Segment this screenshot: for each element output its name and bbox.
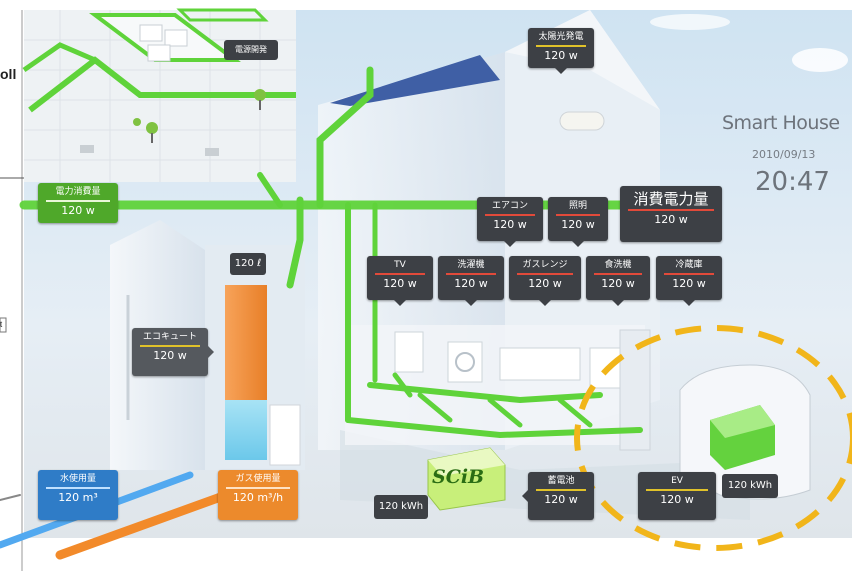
- gas-range-label[interactable]: ガスレンジ 120 w: [509, 256, 581, 306]
- map-inset: [22, 8, 296, 182]
- panel-bottom-band: [24, 540, 852, 571]
- solar-generation-label[interactable]: 太陽光発電 120 w: [528, 28, 594, 74]
- inset-facility-tag[interactable]: 電源開発: [224, 40, 278, 60]
- tv-label-value: 120 w: [383, 277, 417, 290]
- cloud: [792, 48, 848, 72]
- dishwasher-label[interactable]: 食洗機 120 w: [586, 256, 650, 306]
- gas-range-label-name: ガスレンジ: [522, 260, 568, 270]
- fridge-level-bar: [664, 273, 714, 275]
- grid-label-value: 120 w: [61, 204, 95, 217]
- ev-battery-capacity-label[interactable]: 120 kWh: [722, 474, 778, 498]
- header: Smart House 2010/09/13 20:47: [722, 112, 852, 197]
- water-tank-capacity[interactable]: 120 ℓ: [230, 253, 266, 275]
- gas-usage-level-bar: [226, 487, 290, 489]
- water-usage-level-bar: [46, 487, 110, 489]
- scib-logo: SCiB: [432, 466, 485, 488]
- lighting-label-value: 120 w: [561, 218, 595, 231]
- dishwasher-label-value: 120 w: [601, 277, 635, 290]
- aircon-level-bar: [485, 214, 535, 216]
- cloud: [650, 14, 730, 30]
- ev-label[interactable]: EV 120 w: [638, 472, 716, 520]
- storage-label-name: 蓄電池: [547, 476, 575, 486]
- grid-level-bar: [46, 200, 110, 202]
- solar-label-value: 120 w: [544, 49, 578, 62]
- solar-label-name: 太陽光発電: [538, 32, 584, 42]
- gas-usage-label-value: 120 m³/h: [232, 491, 284, 504]
- water-usage-label-value: 120 m³: [58, 491, 98, 504]
- ecocute-label-name: エコキュート: [142, 332, 197, 342]
- washer-level-bar: [446, 273, 496, 275]
- washer-label-value: 120 w: [454, 277, 488, 290]
- fridge-label-value: 120 w: [672, 277, 706, 290]
- storage-label-value: 120 w: [544, 493, 578, 506]
- ev-car: [679, 364, 811, 500]
- date-display: 2010/09/13: [752, 148, 816, 161]
- ev-label-value: 120 w: [660, 493, 694, 506]
- ev-highlight-ring: [574, 325, 852, 551]
- dishwasher-label-name: 食洗機: [604, 260, 632, 270]
- ev-label-name: EV: [671, 476, 683, 486]
- washer-label-name: 洗濯機: [457, 260, 485, 270]
- battery-unit: [427, 447, 506, 511]
- storage-level-bar: [536, 489, 586, 491]
- ecocute-level-bar: [140, 345, 200, 347]
- aircon-label-name: エアコン: [491, 201, 528, 211]
- total-consumption-label[interactable]: 消費電力量 120 w: [620, 186, 722, 242]
- gas-usage-label[interactable]: ガス使用量 120 m³/h: [218, 470, 298, 520]
- water-usage-label-name: 水使用量: [59, 474, 96, 484]
- left-fragment-text-top: oll: [0, 66, 17, 82]
- aircon-label-value: 120 w: [493, 218, 527, 231]
- fridge-label[interactable]: 冷蔵庫 120 w: [656, 256, 722, 306]
- gas-usage-label-name: ガス使用量: [235, 474, 281, 484]
- time-display: 20:47: [755, 167, 830, 197]
- tv-level-bar: [375, 273, 425, 275]
- total-level-bar: [628, 209, 714, 211]
- battery-capacity-label[interactable]: 120 kWh: [374, 495, 428, 519]
- tv-label[interactable]: TV 120 w: [367, 256, 433, 306]
- left-fragment-box: [0, 317, 7, 333]
- total-label-value: 120 w: [654, 213, 688, 226]
- grid-label-name: 電力消費量: [55, 187, 101, 197]
- ecocute-label[interactable]: エコキュート 120 w: [132, 328, 214, 376]
- washer-label[interactable]: 洗濯機 120 w: [438, 256, 504, 306]
- total-label-name: 消費電力量: [633, 190, 709, 208]
- lighting-label-name: 照明: [568, 201, 587, 211]
- tv-label-name: TV: [394, 260, 406, 270]
- left-fragment-text-mid: t: [0, 320, 3, 329]
- ecocute-label-value: 120 w: [153, 349, 187, 362]
- lighting-level-bar: [556, 214, 600, 216]
- aircon-label[interactable]: エアコン 120 w: [477, 197, 543, 247]
- gas-range-level-bar: [517, 273, 573, 275]
- storage-battery-label[interactable]: 蓄電池 120 w: [522, 472, 594, 520]
- fridge-label-name: 冷蔵庫: [675, 260, 703, 270]
- gas-range-label-value: 120 w: [528, 277, 562, 290]
- app-title: Smart House: [722, 112, 840, 134]
- water-usage-label[interactable]: 水使用量 120 m³: [38, 470, 118, 520]
- grid-consumption-label[interactable]: 電力消費量 120 w: [38, 183, 118, 223]
- solar-level-bar: [536, 45, 586, 47]
- lighting-label[interactable]: 照明 120 w: [548, 197, 608, 247]
- dishwasher-level-bar: [594, 273, 642, 275]
- ev-level-bar: [646, 489, 708, 491]
